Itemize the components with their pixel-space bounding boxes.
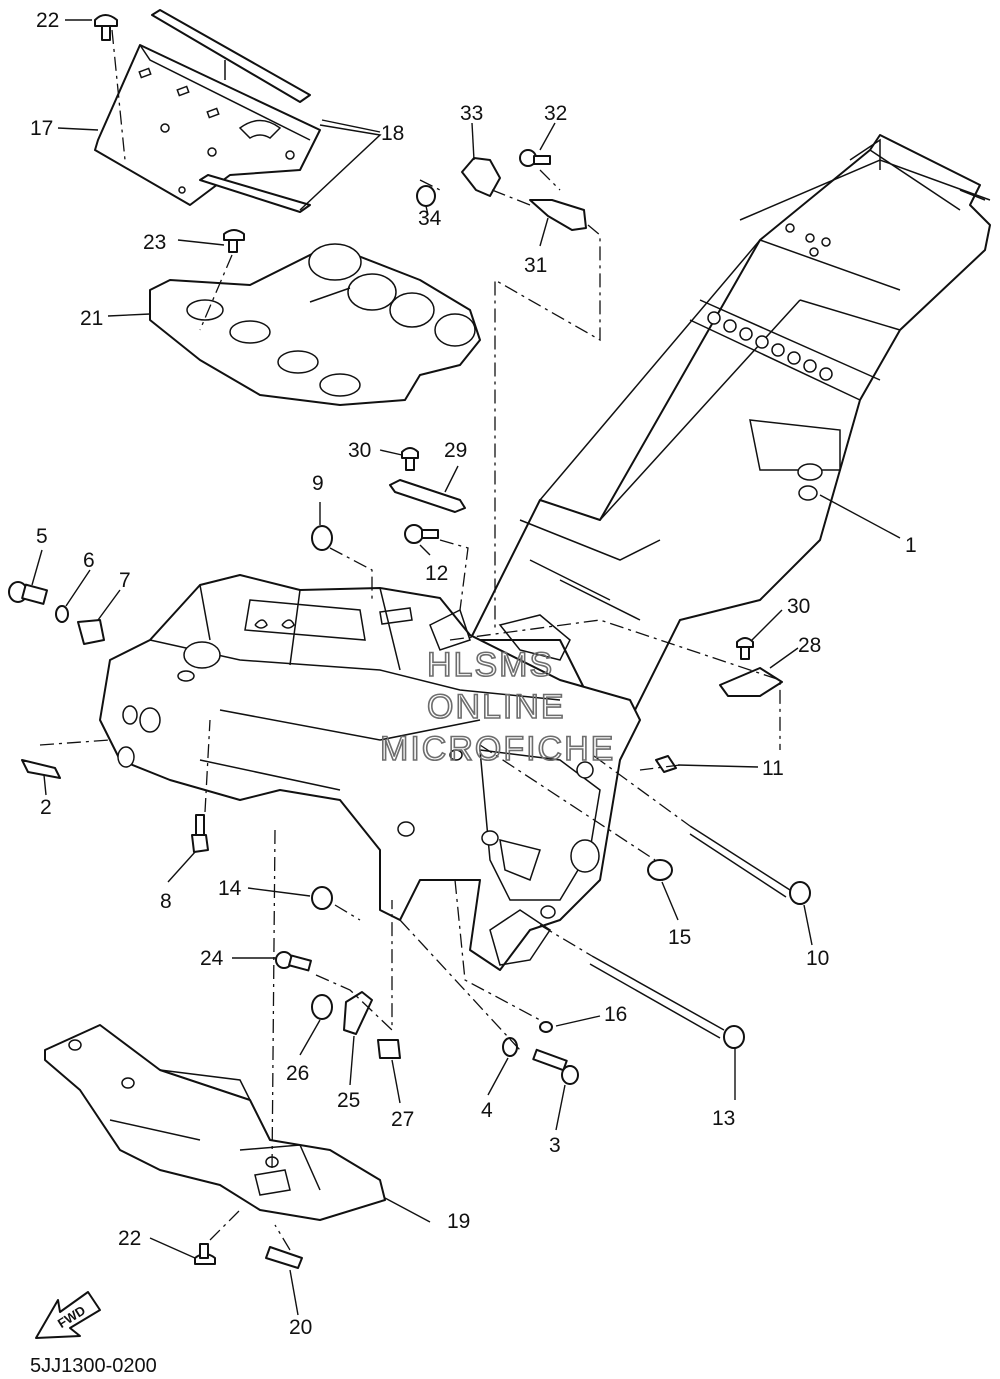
callout-22-top: 22	[36, 9, 59, 32]
callout-29: 29	[444, 439, 467, 462]
callout-24: 24	[200, 947, 224, 970]
callout-32: 32	[544, 102, 567, 125]
diagram-code: 5JJ1300-0200	[30, 1355, 157, 1377]
callout-30-right: 30	[787, 595, 810, 618]
small-parts	[8, 14, 811, 1269]
callout-20: 20	[289, 1316, 312, 1339]
callout-16: 16	[604, 1003, 627, 1026]
watermark-line-1: HLSMS	[427, 646, 554, 684]
callout-30-top: 30	[348, 439, 371, 462]
assembly-lines	[39, 29, 781, 1251]
callout-18: 18	[381, 122, 404, 145]
watermark-line-3: MICROFICHE	[380, 730, 615, 768]
lower-cover-part	[44, 1024, 386, 1221]
callout-9: 9	[312, 472, 324, 495]
callout-11: 11	[762, 757, 784, 780]
callout-3: 3	[549, 1134, 561, 1157]
callouts: 1 2 3 4 5 6 7 8 9 10 11 12 13 14 15 16 1…	[30, 9, 917, 1339]
callout-1: 1	[905, 534, 917, 557]
callout-21: 21	[80, 307, 103, 330]
callout-12: 12	[425, 562, 448, 585]
mesh-plate-part	[149, 243, 481, 406]
callout-26: 26	[286, 1062, 309, 1085]
main-frame	[99, 574, 641, 971]
callout-34: 34	[418, 207, 442, 230]
callout-6: 6	[83, 549, 95, 572]
callout-25: 25	[337, 1089, 360, 1112]
callout-22-bottom: 22	[118, 1227, 141, 1250]
leader-lines	[31, 19, 901, 1316]
callout-31: 31	[524, 254, 547, 277]
watermark: HLSMS ONLINE MICROFICHE	[379, 645, 615, 769]
callout-8: 8	[160, 890, 172, 913]
frame-cover-part	[94, 44, 321, 206]
forward-direction-arrow: FWD	[35, 1291, 101, 1339]
strip-part	[151, 9, 311, 213]
callout-13: 13	[712, 1107, 735, 1130]
callout-10: 10	[806, 947, 829, 970]
callout-15: 15	[668, 926, 691, 949]
callout-33: 33	[460, 102, 483, 125]
callout-19: 19	[447, 1210, 470, 1233]
callout-2: 2	[40, 796, 52, 819]
callout-27: 27	[391, 1108, 414, 1131]
callout-14: 14	[218, 877, 242, 900]
callout-23: 23	[143, 231, 166, 254]
callout-17: 17	[30, 117, 53, 140]
callout-5: 5	[36, 525, 48, 548]
callout-28: 28	[798, 634, 821, 657]
callout-7: 7	[119, 569, 131, 592]
callout-4: 4	[481, 1099, 493, 1122]
watermark-line-2: ONLINE	[427, 688, 566, 726]
rear-frame-part	[469, 134, 991, 721]
